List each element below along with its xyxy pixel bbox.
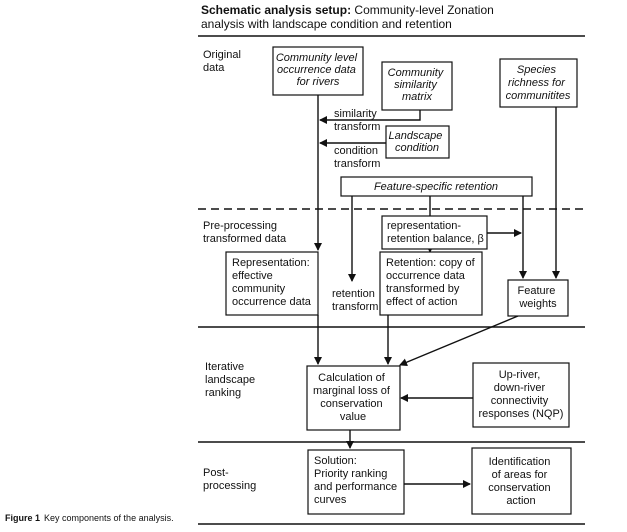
box-solution: Solution: Priority ranking and performan… [307, 449, 405, 515]
svg-text:Feature-specific retention: Feature-specific retention [374, 181, 498, 193]
box-landscape-condition: Landscape condition [385, 125, 450, 159]
svg-text:Landscape condition: Landscape condition [389, 130, 446, 154]
box-representation: Representation: effective community occu… [225, 251, 319, 316]
box-identification: Identification of areas for conservation… [471, 447, 572, 515]
svg-text:Up-river, down-river: Up-river, down-river connectivity respon… [479, 369, 564, 420]
label-similarity-transform: similarity transform [334, 108, 380, 133]
diagram-title-line2: analysis with landscape condition and re… [201, 17, 452, 31]
svg-text:Community similarity: Community similarity matrix [388, 67, 447, 103]
box-connectivity: Up-river, down-river connectivity respon… [472, 362, 570, 428]
box-feature-retention: Feature-specific retention [340, 176, 533, 197]
svg-text:Calculation of marginal: Calculation of marginal loss of conserva… [313, 372, 393, 423]
diagram-title: Schematic analysis setup: Community-leve… [201, 3, 494, 17]
svg-text:representation- retentio: representation- retention balance, β [387, 220, 484, 245]
svg-text:Community level occurren: Community level occurrence data for rive… [276, 52, 360, 88]
section-label-preprocessing: Pre-processing transformed data [203, 220, 287, 245]
box-retention: Retention: copy of occurrence data trans… [379, 251, 483, 316]
svg-text:Solution: Priority ranki: Solution: Priority ranking and performan… [314, 455, 400, 506]
section-label-iterative: Iterative landscape ranking [205, 361, 258, 399]
svg-text:Representation: effectiv: Representation: effective community occu… [232, 257, 313, 308]
svg-text:Identification of areas: Identification of areas for conservation… [488, 456, 553, 507]
section-label-original: Original data [203, 49, 244, 74]
label-condition-transform: condition transform [334, 145, 381, 170]
box-similarity-matrix: Community similarity matrix [381, 61, 453, 111]
box-community-data: Community level occurrence data for rive… [272, 46, 364, 96]
svg-text:Species richness for: Species richness for communitites [506, 64, 571, 102]
box-calculation: Calculation of marginal loss of conserva… [306, 365, 401, 431]
box-species-richness: Species richness for communitites [499, 58, 578, 108]
svg-text:Feature weights: Feature weights [518, 285, 559, 310]
arrow-weights-to-calculation [399, 315, 519, 367]
section-label-post: Post- processing [203, 467, 256, 492]
svg-text:Retention: copy of occur: Retention: copy of occurrence data trans… [386, 257, 478, 308]
box-rep-retention-balance: representation- retention balance, β [381, 215, 488, 250]
box-feature-weights: Feature weights [507, 279, 569, 317]
label-retention-transform: retention transform [332, 288, 378, 313]
connectors [314, 95, 560, 488]
arrow-similarity-transform [319, 110, 421, 124]
